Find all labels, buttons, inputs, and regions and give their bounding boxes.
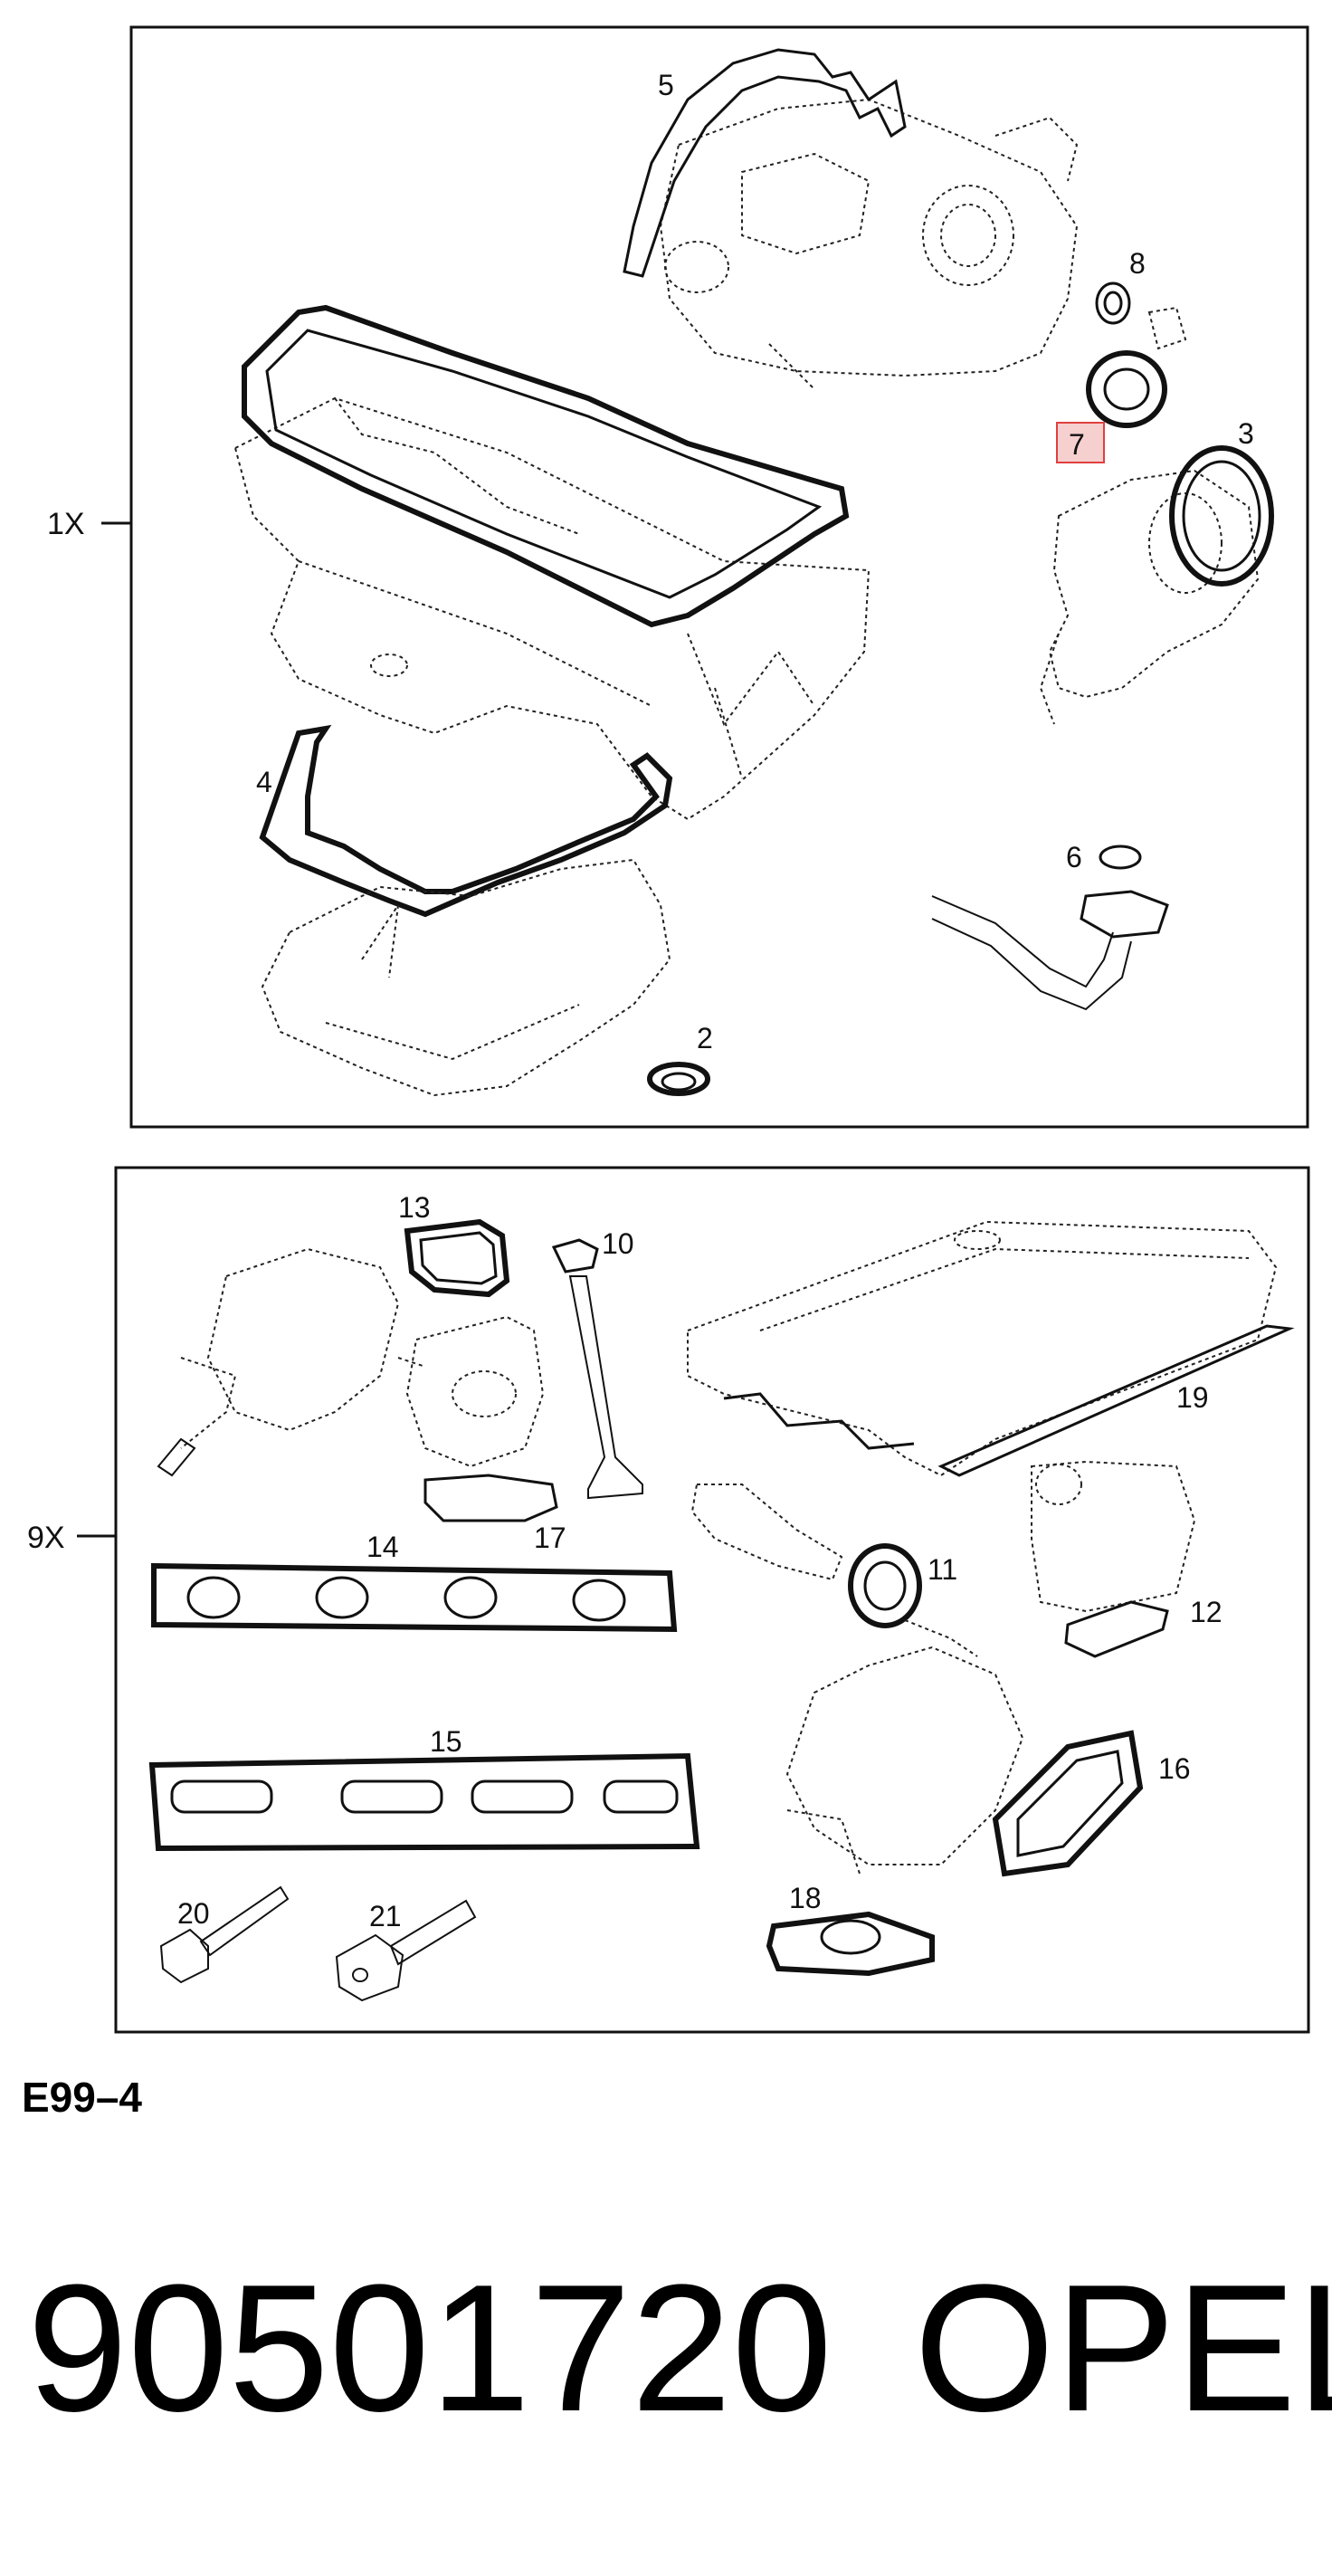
seal-2 [647,1062,710,1096]
callout-2: 2 [697,1022,713,1054]
seal-7 [1086,350,1167,428]
gasket-15-port-1 [170,1779,273,1814]
gasket-14 [151,1562,678,1633]
sump-gasket-upper [242,304,850,628]
callout-19: 19 [1176,1381,1209,1414]
intake-manifold-drawing [785,1619,1024,1875]
engine-block-drawing [233,396,871,821]
callout-12: 12 [1190,1596,1223,1628]
gasket-17 [423,1474,558,1522]
callout-10: 10 [602,1227,634,1260]
egr-valve-drawing [397,1315,545,1468]
highlight-box-7 [1056,422,1105,463]
seal-3 [1169,445,1274,587]
callout-21: 21 [369,1900,402,1932]
oil-pump-housing-drawing [659,98,1079,390]
set-label-bottom: 9X [27,1521,65,1555]
seal-8-inner [1103,291,1123,316]
valve-drawing [568,1275,643,1500]
oil-pipe-drawing [931,890,1169,1011]
bolt-21 [335,1899,477,2002]
gasket-18 [766,1911,935,1977]
gasket-18-port [820,1919,881,1955]
gasket-16-inner [1016,1750,1124,1857]
callout-18: 18 [789,1882,822,1914]
stem-seal-10 [551,1238,599,1274]
sleeve-drawing [1147,306,1187,350]
thermostat-housing-drawing [1031,1460,1196,1613]
callout-20: 20 [177,1897,210,1930]
gasket-6 [1099,844,1142,870]
gasket-5 [623,48,907,278]
brand-name: OPEL [914,2247,1332,2449]
callout-16: 16 [1158,1752,1191,1785]
bolt-20 [159,1885,290,1984]
gasket-15-port-2 [340,1779,443,1814]
gasket-12 [1064,1600,1169,1658]
callout-15: 15 [430,1725,462,1758]
seal-2-inner [661,1072,697,1092]
camshaft-drawing [690,1484,843,1581]
callout-14: 14 [366,1531,399,1563]
gasket-13-inner [419,1231,498,1285]
callout-5: 5 [658,69,674,101]
callout-11: 11 [928,1553,957,1586]
gasket-14-port-1 [186,1576,241,1619]
cam-cover-drawing [687,1220,1278,1477]
callout-13: 13 [398,1191,431,1224]
gasket-14-port-3 [443,1576,498,1619]
gasket-14-port-2 [315,1576,369,1619]
part-number: 90501720 [27,2247,832,2449]
callout-8: 8 [1129,247,1146,280]
seal-11 [848,1543,922,1628]
gasket-16 [992,1730,1144,1877]
callout-6: 6 [1066,841,1082,873]
callout-3: 3 [1238,417,1254,450]
gasket-15-port-3 [471,1779,574,1814]
seal-8 [1095,281,1131,325]
callout-4: 4 [256,766,272,798]
gasket-15-port-4 [603,1779,679,1814]
set-label-top: 1X [47,507,85,541]
panel-bottom-frame [114,1166,1310,2034]
sump-gasket-upper-inner [265,329,823,599]
gasket-14-port-4 [572,1579,626,1622]
gasket-15 [148,1752,700,1852]
crankshaft-drawing [1039,469,1260,725]
callout-17: 17 [534,1522,566,1554]
diagram-reference: E99–4 [22,2074,143,2121]
oil-pan-gasket-4 [259,724,673,918]
seal-11-inner [863,1560,907,1611]
gasket-19-lower [723,1392,915,1450]
oil-pan-drawing [261,858,671,1097]
callout-7: 7 [1069,428,1085,461]
panel-top-frame [129,25,1309,1129]
throttle-actuator-drawing [157,1247,400,1477]
gasket-19 [937,1324,1295,1477]
gasket-13 [404,1218,510,1298]
seal-7-inner [1103,367,1150,411]
seal-3-inner [1182,460,1261,572]
